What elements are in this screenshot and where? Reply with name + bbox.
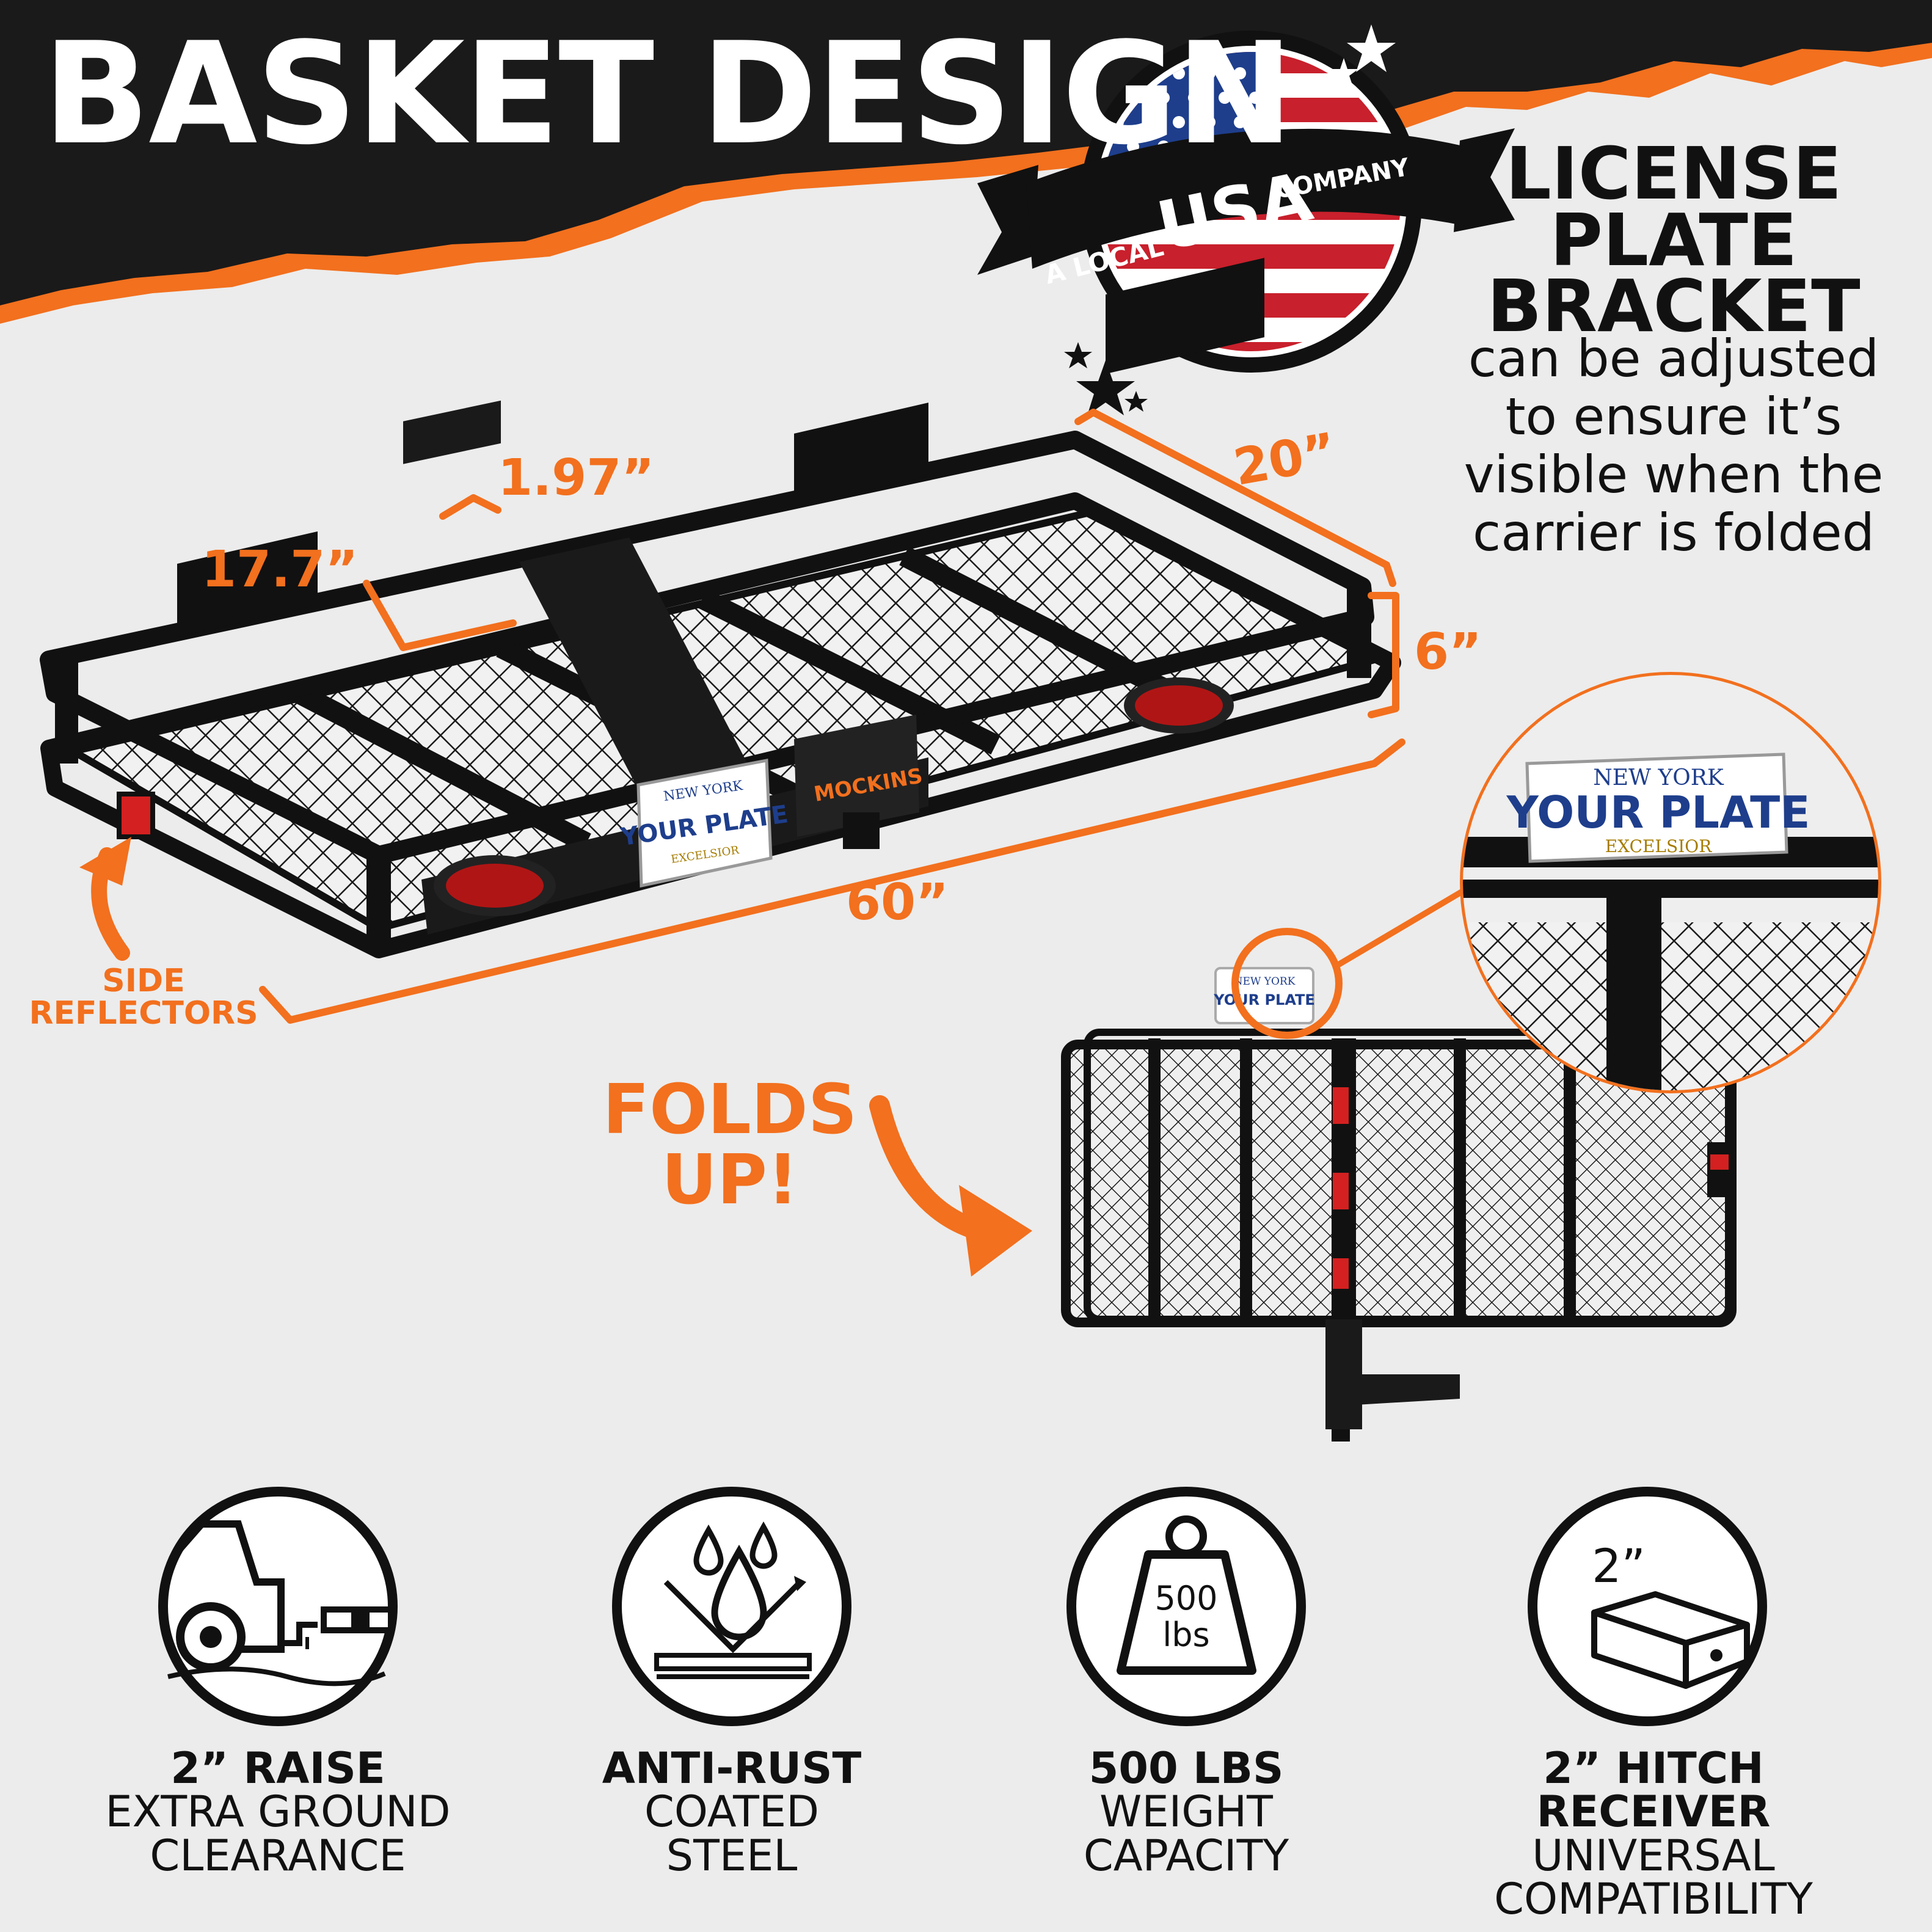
zoom-plate-text: YOUR PLATE <box>1506 787 1810 838</box>
feature-desc-line: WEIGHT <box>1099 1787 1273 1837</box>
page-title: BASKET DESIGN <box>43 13 1294 176</box>
dimension-length-label: 60” <box>846 873 949 931</box>
dimension-depth-label: 17.7” <box>202 541 359 599</box>
folds-up-line: UP! <box>661 1140 799 1220</box>
feature-desc-line: EXTRA GROUND <box>105 1787 451 1837</box>
folds-up-label: FOLDS UP! <box>586 1070 873 1220</box>
hitch-receiver-icon: 2” <box>1528 1487 1767 1726</box>
top-banner <box>0 0 1932 324</box>
weight-icon: 500 lbs <box>1066 1487 1306 1726</box>
small-plate-state: NEW YORK <box>1234 975 1296 988</box>
folds-up-line: FOLDS <box>602 1070 858 1150</box>
feature-desc-line: UNIVERSAL <box>1532 1830 1775 1881</box>
dimension-lines <box>259 409 1405 1024</box>
feature-desc-line: COMPATIBILITY <box>1494 1874 1813 1925</box>
feature-raise-label: 2” RAISE EXTRA GROUND CLEARANCE <box>52 1743 504 1881</box>
plate-zoom-circle: NEW YORK YOUR PLATE EXCELSIOR <box>1460 672 1881 1093</box>
license-plate-title-line: BRACKET <box>1487 264 1861 349</box>
license-plate-description-line: can be adjusted <box>1468 329 1879 388</box>
feature-title: ANTI-RUST <box>602 1743 862 1793</box>
banner-stars <box>1329 24 1396 87</box>
feature-weight-label: 500 LBS WEIGHT CAPACITY <box>960 1743 1412 1881</box>
zoom-plate-state: NEW YORK <box>1593 765 1724 790</box>
feature-hitch-label: 2” HITCH RECEIVER UNIVERSAL COMPATIBILIT… <box>1421 1743 1886 1925</box>
dimension-height-label: 6” <box>1414 623 1482 681</box>
feature-desc-line: CAPACITY <box>1083 1830 1289 1881</box>
zoom-plate-motto: EXCELSIOR <box>1605 836 1713 856</box>
feature-desc-line: COATED <box>644 1787 820 1837</box>
small-plate-text: YOUR PLATE <box>1213 991 1315 1008</box>
license-plate-title-line: LICENSE <box>1505 131 1842 216</box>
hitch-icon-size: 2” <box>1592 1539 1646 1593</box>
license-plate-title: LICENSE PLATE BRACKET <box>1460 131 1887 349</box>
dimension-shank-label: 1.97” <box>498 449 655 507</box>
feature-desc-line: STEEL <box>666 1830 798 1881</box>
folded-basket-illustration: NEW YORK YOUR PLATE <box>1061 883 1737 1442</box>
weight-icon-number: 500 <box>1154 1579 1217 1617</box>
feature-title: 500 LBS <box>1088 1743 1284 1793</box>
car-raise-icon <box>158 1487 398 1726</box>
side-reflector-arrow <box>79 837 131 961</box>
license-plate-description: can be adjusted to ensure it’s visible w… <box>1405 330 1932 562</box>
folds-up-arrow <box>869 1095 1032 1277</box>
license-plate-title-line: PLATE <box>1550 197 1798 282</box>
license-plate-description-line: carrier is folded <box>1473 502 1875 563</box>
feature-icons: 500 lbs 2” <box>158 1487 1767 1726</box>
main-license-plate: NEW YORK YOUR PLATE EXCELSIOR <box>618 759 790 888</box>
feature-title: 2” RAISE <box>170 1743 385 1793</box>
feature-anti-rust-label: ANTI-RUST COATED STEEL <box>506 1743 958 1881</box>
side-reflectors-label: SIDE REFLECTORS <box>24 963 263 1032</box>
feature-desc-line: CLEARANCE <box>150 1830 406 1881</box>
side-reflectors-line: REFLECTORS <box>29 995 258 1032</box>
water-drops-icon <box>612 1487 851 1726</box>
feature-title: 2” HITCH RECEIVER <box>1536 1743 1771 1837</box>
license-plate-description-line: visible when the <box>1464 444 1884 505</box>
weight-icon-unit: lbs <box>1162 1616 1209 1654</box>
badge-stars <box>1064 342 1148 415</box>
side-reflectors-line: SIDE <box>102 963 185 999</box>
license-plate-description-line: to ensure it’s <box>1505 386 1842 447</box>
